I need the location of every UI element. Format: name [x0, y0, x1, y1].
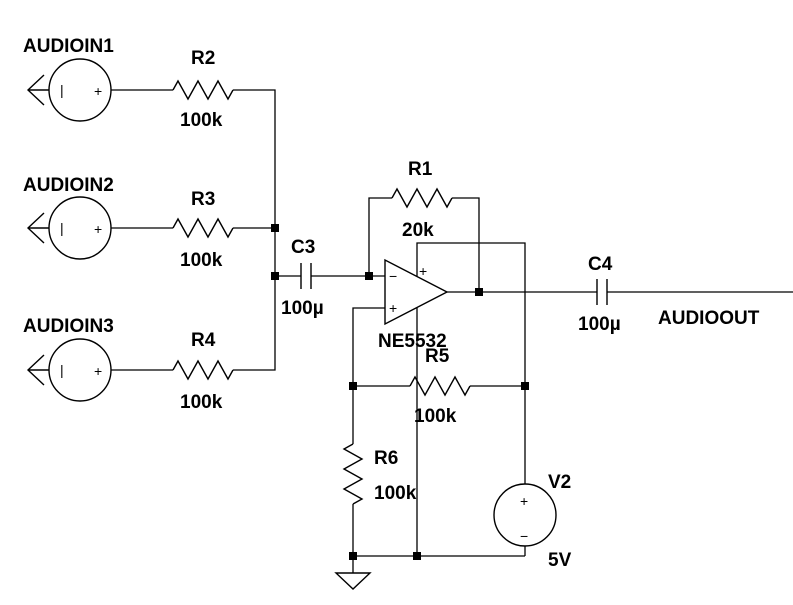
junction-dots	[271, 224, 529, 560]
r4-name: R4	[191, 330, 216, 351]
source-2-minus-mark: |	[60, 220, 64, 236]
r2-name: R2	[191, 48, 215, 69]
r5-name: R5	[425, 346, 450, 367]
capacitor-c4[interactable]	[596, 279, 608, 305]
source-3-minus-mark: |	[60, 362, 64, 378]
source-1-label: AUDIOIN1	[23, 36, 114, 57]
audio-source-2[interactable]: | +	[26, 196, 112, 260]
r6-value: 100k	[374, 483, 417, 504]
audio-source-1[interactable]: | +	[26, 58, 112, 122]
opamp-ne5532[interactable]: − + +	[384, 258, 449, 326]
source-1-plus-mark: +	[94, 83, 102, 99]
r4-value: 100k	[180, 392, 223, 413]
r1-name: R1	[408, 159, 433, 180]
v2-minus-mark: −	[520, 528, 528, 544]
source-3-plus-mark: +	[94, 363, 102, 379]
r6-name: R6	[374, 448, 398, 469]
v2-plus-mark: +	[520, 493, 528, 509]
opamp-inverting-pin-mark: −	[389, 268, 397, 284]
wire-opamp-supply	[416, 242, 526, 386]
c3-name: C3	[291, 237, 315, 258]
audio-source-3[interactable]: | +	[26, 338, 112, 402]
capacitor-c3[interactable]	[300, 263, 312, 289]
voltage-source-v2[interactable]: + −	[493, 386, 557, 556]
resistor-r2[interactable]	[111, 79, 276, 227]
c4-value: 100µ	[578, 314, 621, 335]
source-1-minus-mark: |	[60, 82, 64, 98]
r1-value: 20k	[402, 220, 434, 241]
source-2-label: AUDIOIN2	[23, 175, 114, 196]
c4-name: C4	[588, 254, 613, 275]
opamp-noninverting-pin-mark: +	[389, 300, 397, 316]
opamp-part-label: NE5532	[378, 331, 447, 352]
r5-value: 100k	[414, 406, 457, 427]
r3-name: R3	[191, 189, 215, 210]
source-2-plus-mark: +	[94, 221, 102, 237]
r2-value: 100k	[180, 110, 223, 131]
resistor-r5[interactable]	[353, 375, 525, 397]
resistor-r3[interactable]	[111, 217, 275, 239]
wire-noninverting-bias	[352, 307, 385, 386]
source-3-label: AUDIOIN3	[23, 316, 114, 337]
ground-symbol	[334, 556, 372, 590]
c3-value: 100µ	[281, 298, 324, 319]
resistor-r1[interactable]	[368, 187, 480, 292]
r3-value: 100k	[180, 250, 223, 271]
v2-value: 5V	[548, 550, 572, 571]
resistor-r6[interactable]	[342, 386, 364, 556]
audio-out-label: AUDIOOUT	[658, 308, 760, 329]
v2-name: V2	[548, 472, 571, 493]
opamp-supply-pin-mark: +	[419, 263, 427, 279]
